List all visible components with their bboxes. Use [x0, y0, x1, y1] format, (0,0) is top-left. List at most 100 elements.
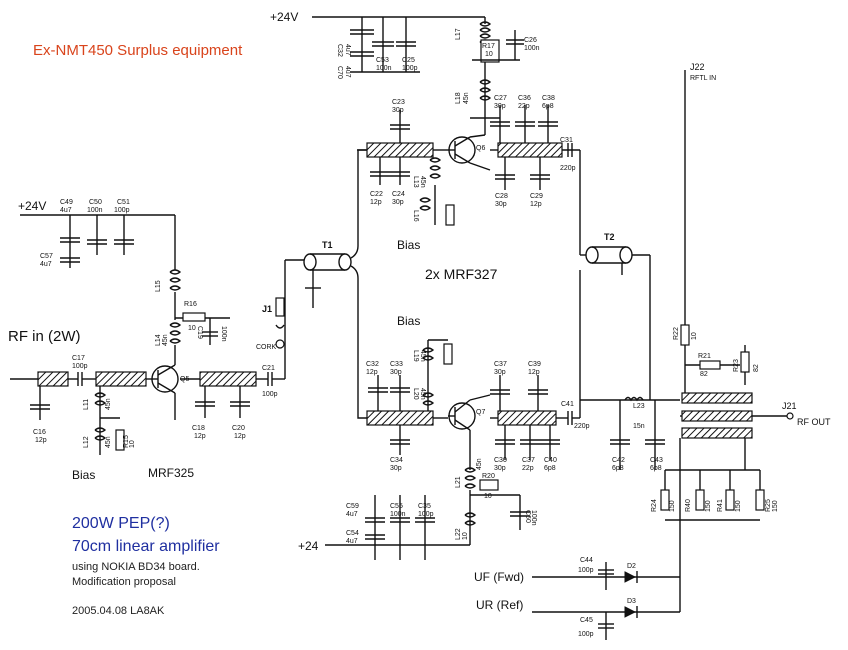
label-l20-val: 45n: [419, 388, 426, 400]
label-l18: L18: [455, 92, 462, 104]
label-c35: C35: [418, 503, 431, 510]
label-c31: C31: [560, 137, 573, 144]
label-c51-val: 100p: [114, 207, 130, 214]
label-c43: C43: [650, 457, 663, 464]
label-l22: L22: [455, 528, 462, 540]
label-c17-val: 100p: [72, 363, 88, 370]
date-author-note: 2005.04.08 LA8AK: [72, 605, 165, 617]
label-c23-val: 30p: [392, 107, 404, 114]
label-c24: C24: [392, 191, 405, 198]
label-d3: D3: [627, 598, 636, 605]
label-c34: C34: [390, 457, 403, 464]
label-r23-val: 82: [753, 364, 760, 372]
label-l16: L16: [412, 210, 419, 222]
label-c32b: C32: [366, 361, 379, 368]
splitter-t1: [303, 149, 367, 419]
label-c45-val: 100p: [578, 631, 594, 638]
label-c40-val: 6p8: [544, 465, 556, 472]
j1-label: J1: [262, 304, 272, 314]
amplifier-note: 70cm linear amplifier: [72, 538, 220, 555]
label-c17: C17: [72, 355, 85, 362]
label-c44-val: 100p: [578, 567, 594, 574]
label-c19: C19: [196, 326, 203, 339]
label-c54: C54: [346, 530, 359, 537]
component-labels: C32 4u7 C70 4u7 C53 100n C25 100p L17 R1…: [33, 28, 779, 638]
supply-top-label: +24V: [270, 10, 298, 24]
label-c21: C21: [262, 365, 275, 372]
ur-label: UR (Ref): [476, 598, 523, 612]
label-l21: L21: [455, 476, 462, 488]
bias-bottom-label: Bias: [397, 314, 420, 328]
label-c16: C16: [33, 429, 46, 436]
label-r24: R24: [651, 499, 658, 512]
rf-out-label: RF OUT: [797, 417, 831, 427]
upper-final-stage: [357, 105, 581, 255]
label-c29-val: 12p: [530, 201, 542, 208]
t2-label: T2: [604, 232, 615, 242]
label-c57: C57: [40, 253, 53, 260]
label-c37b-val: 22p: [522, 465, 534, 472]
label-c59: C59: [346, 503, 359, 510]
label-c32: C32: [336, 44, 343, 57]
label-l12: L12: [83, 436, 90, 448]
label-l13: L13: [412, 176, 419, 188]
label-r15-val: 10: [129, 440, 136, 448]
label-c39-val: 12p: [528, 369, 540, 376]
label-r24-val: 150: [669, 500, 676, 512]
label-r22-val: 10: [691, 332, 698, 340]
label-c50-val: 100n: [87, 207, 103, 214]
label-c34-val: 30p: [390, 465, 402, 472]
label-c55-val: 100n: [390, 511, 406, 518]
label-c44: C44: [580, 557, 593, 564]
label-c26: C26: [524, 37, 537, 44]
label-l19-val: 45n: [419, 350, 426, 362]
label-c24-val: 30p: [392, 199, 404, 206]
output-coupler: [532, 70, 794, 640]
label-r25: R25: [765, 499, 772, 512]
label-c33-val: 30p: [390, 369, 402, 376]
label-l11-val: 45n: [105, 398, 112, 410]
label-c41-val: 220p: [574, 423, 590, 430]
label-c35-val: 100p: [418, 511, 434, 518]
board-note: using NOKIA BD34 board.: [72, 561, 200, 573]
label-c32-val: 4u7: [344, 44, 351, 56]
label-l14-val: 45n: [162, 334, 169, 346]
top-supply-rail: [312, 16, 524, 118]
label-c41: C41: [561, 401, 574, 408]
signal-labels: +24V +24V +24 Bias Bias Bias MRF325 2x M…: [18, 10, 831, 612]
label-r40-val: 150: [705, 500, 712, 512]
label-c19-val: 100n: [220, 326, 227, 342]
label-r25-val: 150: [772, 500, 779, 512]
label-r17-val: 10: [485, 51, 493, 58]
label-r41-val: 150: [735, 500, 742, 512]
label-c22-val: 12p: [370, 199, 382, 206]
label-c42-val: 6p8: [612, 465, 624, 472]
label-r41: R41: [717, 499, 724, 512]
label-c54-val: 4u7: [346, 538, 358, 545]
label-c32b-val: 12p: [366, 369, 378, 376]
supply-left-label: +24V: [18, 199, 46, 213]
label-c70-val: 4u7: [344, 66, 351, 78]
label-l21-val: 45n: [476, 458, 483, 470]
bias-top-label: Bias: [397, 238, 420, 252]
supply-bottom-label: +24: [298, 539, 319, 553]
t1-label: T1: [322, 240, 333, 250]
label-r15: R15: [123, 435, 130, 448]
j22-label: J22: [690, 62, 705, 72]
label-q5: Q5: [180, 376, 189, 383]
label-r16-val: 10: [188, 325, 196, 332]
label-r16: R16: [184, 301, 197, 308]
label-c29: C29: [530, 193, 543, 200]
label-c23: C23: [392, 99, 405, 106]
label-l22-val: 10: [462, 532, 469, 540]
label-l23-val: 15n: [633, 423, 645, 430]
label-c27-val: 30p: [494, 103, 506, 110]
label-c59-val: 4u7: [346, 511, 358, 518]
label-c43-val: 6p8: [650, 465, 662, 472]
bias-left-label: Bias: [72, 468, 95, 482]
label-c37-val: 30p: [494, 369, 506, 376]
label-r21-val: 82: [700, 371, 708, 378]
label-c70: C70: [336, 66, 343, 79]
page-title: Ex-NMT450 Surplus equipment: [33, 42, 243, 59]
label-c55: C55: [390, 503, 403, 510]
